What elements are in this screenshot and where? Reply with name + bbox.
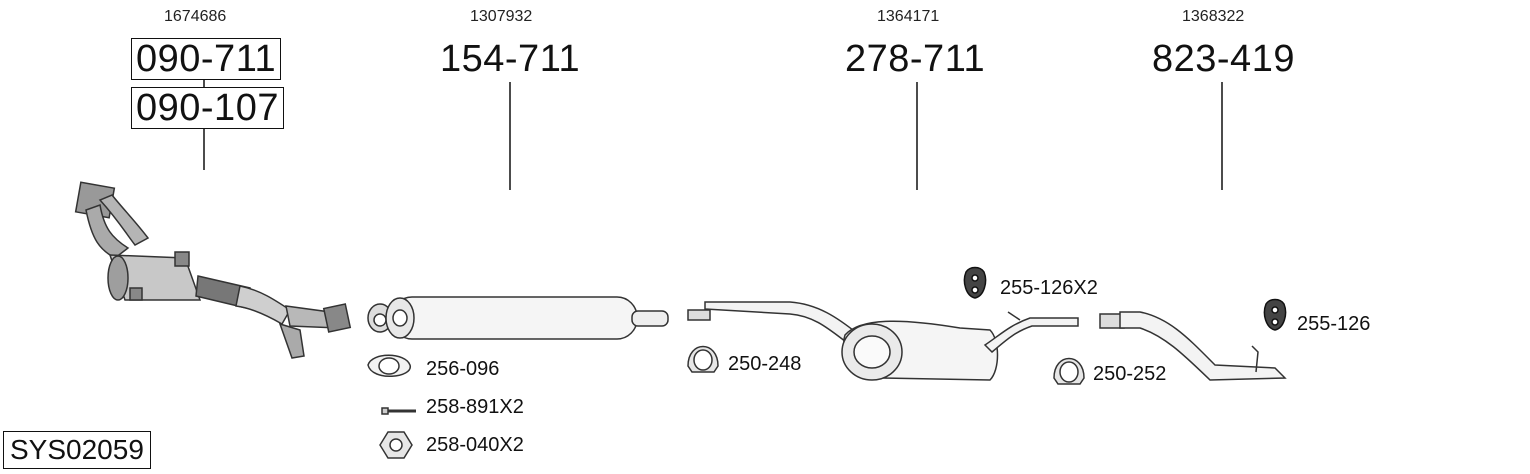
accessory-label-hanger[interactable]: 255-126 [1297, 313, 1371, 335]
clamp-icon [687, 345, 719, 373]
oe-number: 1307932 [470, 8, 533, 25]
accessory-label-bolt[interactable]: 258-891X2 [426, 396, 524, 418]
accessory-label-clamp[interactable]: 250-248 [728, 353, 802, 375]
tail-pipe-part [1099, 311, 1287, 381]
oe-number: 1368322 [1182, 8, 1245, 25]
oe-number: 1674686 [164, 8, 227, 25]
accessory-label-hanger[interactable]: 255-126X2 [1000, 277, 1098, 299]
accessory-label-clamp[interactable]: 250-252 [1093, 363, 1167, 385]
middle-silencer-part [367, 296, 669, 340]
accessory-label-nut[interactable]: 258-040X2 [426, 434, 524, 456]
accessory-label-gasket[interactable]: 256-096 [426, 358, 500, 380]
hex-nut-icon [379, 431, 413, 459]
rubber-hanger-icon [1263, 298, 1287, 331]
part-number[interactable]: 154-711 [440, 38, 581, 80]
bolt-icon [381, 407, 416, 415]
part-number-box[interactable]: 090-711 [131, 38, 282, 80]
clamp-icon [1053, 357, 1085, 385]
oe-number: 1364171 [877, 8, 940, 25]
rubber-hanger-icon [963, 266, 987, 299]
part-number[interactable]: 823-419 [1152, 38, 1295, 80]
part-number-box[interactable]: 090-107 [131, 87, 284, 129]
rear-silencer-part [687, 301, 1079, 381]
part-number[interactable]: 278-711 [845, 38, 986, 80]
gasket-icon [367, 354, 411, 378]
system-code-box: SYS02059 [3, 431, 151, 469]
catalytic-converter-part [74, 181, 352, 359]
